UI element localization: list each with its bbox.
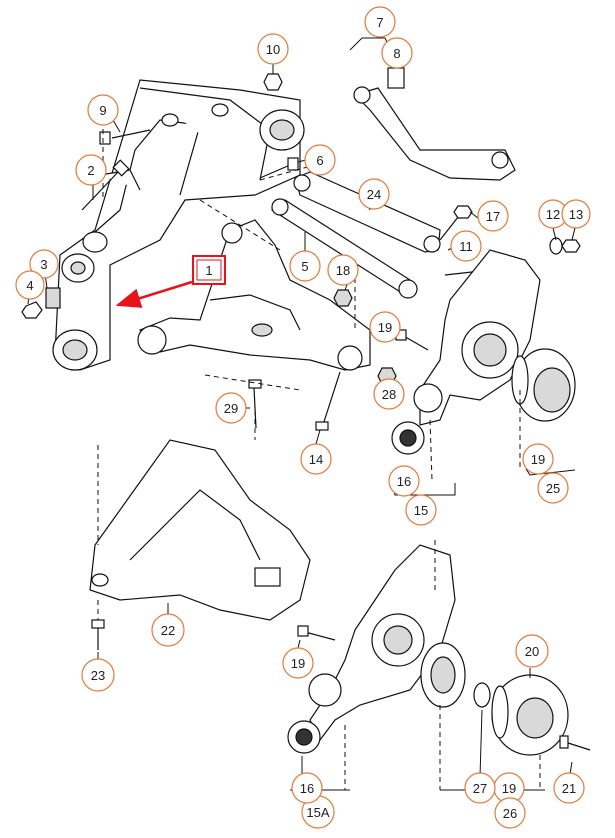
callout-12-label: 12 bbox=[546, 207, 560, 222]
bush-8-part bbox=[387, 67, 405, 89]
wheel-carrier-upper-part bbox=[413, 249, 541, 426]
callout-24: 24 bbox=[358, 178, 390, 210]
callout-1-label: 1 bbox=[205, 263, 212, 278]
bolt-23-part bbox=[91, 619, 105, 650]
callout-5: 5 bbox=[289, 250, 321, 282]
callout-14-label: 14 bbox=[309, 452, 323, 467]
bolt-6-part bbox=[259, 157, 299, 179]
subframe-part bbox=[52, 79, 305, 371]
callout-19-e: 19 bbox=[0, 0, 14, 3]
bolt-21-part bbox=[559, 735, 591, 751]
callout-2-label: 2 bbox=[87, 163, 94, 178]
callout-23: 23 bbox=[81, 658, 115, 692]
highlight-arrow bbox=[115, 280, 193, 308]
callout-15a-label: 15A bbox=[306, 805, 329, 820]
bush-16-upper-part bbox=[391, 421, 425, 455]
callout-19-c-label: 19 bbox=[291, 656, 305, 671]
callout-12: 12 bbox=[538, 199, 568, 229]
callout-18: 18 bbox=[327, 254, 359, 286]
callout-7-label: 7 bbox=[376, 15, 383, 30]
callout-3-label: 3 bbox=[40, 257, 47, 272]
callout-19-a-label: 19 bbox=[378, 320, 392, 335]
callout-13-label: 13 bbox=[569, 207, 583, 222]
washer-12-part bbox=[549, 237, 563, 255]
callout-15-label: 15 bbox=[414, 503, 428, 518]
upper-link-7-part bbox=[353, 86, 516, 181]
callout-6-label: 6 bbox=[316, 153, 323, 168]
callout-19-b: 19 bbox=[522, 443, 554, 475]
bolt-14-part bbox=[315, 371, 341, 431]
callout-29-label: 29 bbox=[224, 401, 238, 416]
callout-9-label: 9 bbox=[99, 103, 106, 118]
callout-16-lower: 16 bbox=[291, 772, 323, 804]
callout-19-b-label: 19 bbox=[531, 452, 545, 467]
callout-22-label: 22 bbox=[161, 623, 175, 638]
callout-10-label: 10 bbox=[266, 42, 280, 57]
callout-28-label: 28 bbox=[382, 387, 396, 402]
callout-15: 15 bbox=[405, 494, 437, 526]
circlip-27-part bbox=[473, 682, 491, 708]
bolt-19-upper-part bbox=[395, 329, 429, 351]
callout-17: 17 bbox=[477, 200, 509, 232]
callout-9: 9 bbox=[87, 94, 119, 126]
callout-29: 29 bbox=[215, 392, 247, 424]
callout-24-label: 24 bbox=[367, 187, 381, 202]
callout-28: 28 bbox=[373, 378, 405, 410]
track-rod-5-part bbox=[270, 198, 418, 299]
bolt-17-part bbox=[439, 205, 473, 241]
callout-11-label: 11 bbox=[459, 239, 473, 254]
link-24-part bbox=[293, 171, 441, 253]
callout-11: 11 bbox=[450, 230, 482, 262]
callout-19-c: 19 bbox=[282, 647, 314, 679]
callout-23-label: 23 bbox=[91, 668, 105, 683]
callout-1: 1 bbox=[192, 255, 226, 285]
bolt-2-part bbox=[81, 159, 130, 211]
callout-26-label: 26 bbox=[503, 806, 517, 821]
nut-18-part bbox=[333, 289, 353, 307]
callout-13: 13 bbox=[561, 199, 591, 229]
callout-3: 3 bbox=[29, 249, 59, 279]
bolt-9-part bbox=[99, 129, 151, 145]
callout-18-label: 18 bbox=[336, 263, 350, 278]
callout-16-upper-label: 16 bbox=[397, 474, 411, 489]
callout-20: 20 bbox=[515, 634, 549, 668]
wheel-carrier-lower-part bbox=[308, 544, 456, 742]
callout-8: 8 bbox=[381, 37, 413, 69]
hub-20-part bbox=[491, 674, 569, 756]
callout-8-label: 8 bbox=[393, 46, 400, 61]
nut-13-part bbox=[561, 239, 581, 253]
callout-25-label: 25 bbox=[546, 481, 560, 496]
callout-14: 14 bbox=[300, 443, 332, 475]
callout-17-label: 17 bbox=[486, 209, 500, 224]
callout-5-label: 5 bbox=[301, 259, 308, 274]
callout-25: 25 bbox=[537, 472, 569, 504]
wishbone-1-part bbox=[137, 219, 371, 371]
callout-27: 27 bbox=[464, 772, 496, 804]
bolt-19-lower-part bbox=[297, 625, 336, 641]
callout-6: 6 bbox=[304, 144, 336, 176]
hub-25-part bbox=[511, 348, 576, 422]
nut-10-part bbox=[263, 73, 283, 91]
callout-7: 7 bbox=[364, 6, 396, 38]
callout-22: 22 bbox=[151, 613, 185, 647]
callout-27-label: 27 bbox=[473, 781, 487, 796]
callout-4: 4 bbox=[15, 270, 45, 300]
shield-22-part bbox=[89, 439, 311, 621]
callout-19-a: 19 bbox=[369, 311, 401, 343]
callout-16-upper: 16 bbox=[388, 465, 420, 497]
bushing-3-part bbox=[21, 287, 61, 319]
callout-21-label: 21 bbox=[562, 781, 576, 796]
callout-4-label: 4 bbox=[26, 278, 33, 293]
callout-26: 26 bbox=[494, 797, 526, 829]
callout-19-d-label: 19 bbox=[502, 781, 516, 796]
bearing-part bbox=[420, 642, 466, 708]
callout-20-label: 20 bbox=[525, 644, 539, 659]
callout-16-lower-label: 16 bbox=[300, 781, 314, 796]
bush-16-lower-part bbox=[287, 720, 321, 754]
callout-2: 2 bbox=[75, 154, 107, 186]
callout-10: 10 bbox=[257, 33, 289, 65]
callout-21: 21 bbox=[553, 772, 585, 804]
